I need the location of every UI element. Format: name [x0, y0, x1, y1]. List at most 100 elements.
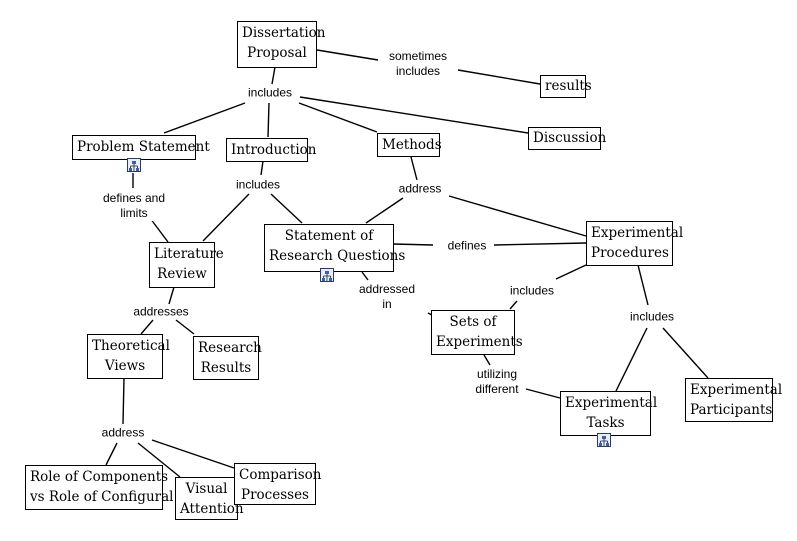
concept-sets-of-experiments[interactable]: Sets of Experiments	[431, 310, 523, 355]
concept-label: Theoretical	[92, 338, 170, 354]
concept-visual-attention[interactable]: Visual Attention	[175, 477, 244, 520]
link-line	[365, 197, 404, 224]
link-line	[175, 319, 195, 335]
link-line	[202, 193, 250, 242]
link-phrase-includes[interactable]: includes	[507, 283, 557, 299]
link-line	[151, 439, 235, 469]
link-label: sometimes	[388, 49, 448, 63]
link-label: includes	[247, 85, 293, 100]
concept-map-submap-icon[interactable]	[127, 158, 141, 172]
link-label: address	[101, 425, 145, 440]
link-phrase-address[interactable]: address	[99, 425, 147, 441]
concept-label: Sets of	[449, 314, 497, 330]
link-label: addresses	[133, 304, 189, 319]
concept-discussion[interactable]: Discussion	[528, 127, 607, 150]
concept-role-of-components[interactable]: Role of Components vs Role of Configural	[25, 465, 173, 510]
concept-label: Experimental	[690, 382, 783, 398]
link-phrase-defines-and-limits[interactable]: defines and limits	[100, 191, 168, 221]
link-label: includes	[509, 283, 555, 298]
link-label: defines	[447, 238, 487, 253]
concept-introduction[interactable]: Introduction	[226, 138, 317, 162]
concept-label: Methods	[382, 137, 442, 153]
link-phrase-defines[interactable]: defines	[445, 238, 489, 254]
link-line	[271, 66, 276, 85]
concept-label: Attention	[180, 501, 244, 517]
concept-statement-research-questions[interactable]: Statement of Research Questions	[264, 224, 406, 272]
concept-map-submap-icon[interactable]	[597, 433, 611, 447]
concept-label: results	[545, 78, 592, 94]
link-phrase-includes[interactable]: includes	[245, 85, 295, 101]
concept-label: Research Questions	[269, 248, 406, 264]
concept-label: Experimental	[565, 395, 658, 411]
concept-label: Research	[198, 340, 262, 356]
concept-label: Results	[200, 360, 252, 376]
link-line	[270, 193, 303, 224]
link-line	[105, 442, 118, 466]
link-label: addressed	[358, 282, 416, 296]
link-label: different	[475, 382, 519, 396]
link-line	[392, 243, 434, 246]
link-label: limits	[120, 206, 148, 220]
concept-label: Visual	[185, 481, 228, 497]
link-line	[410, 156, 418, 181]
concept-label: Literature	[154, 246, 224, 262]
link-line	[267, 102, 270, 138]
link-label: includes	[395, 64, 441, 78]
link-line	[260, 160, 264, 176]
concept-label: Experimental	[591, 225, 684, 241]
concept-label: Experiments	[436, 334, 523, 350]
concept-label: Proposal	[247, 45, 307, 61]
concept-theoretical-views[interactable]: Theoretical Views	[87, 334, 170, 379]
link-line	[168, 286, 175, 305]
concept-map-submap-icon[interactable]	[320, 268, 334, 282]
concept-dissertation-proposal[interactable]: Dissertation Proposal	[237, 21, 326, 68]
concept-label: Statement of	[284, 228, 374, 244]
concept-problem-statement[interactable]: Problem Statement	[72, 135, 210, 160]
link-line	[448, 195, 587, 237]
link-phrase-addresses[interactable]: addresses	[131, 304, 191, 320]
link-line	[662, 327, 709, 379]
link-line	[615, 327, 648, 392]
link-line	[525, 388, 561, 399]
concept-results[interactable]: results	[540, 75, 592, 98]
concept-label: Discussion	[533, 130, 607, 146]
link-phrase-utilizing-different[interactable]: utilizing different	[473, 367, 521, 397]
concept-label: Views	[104, 358, 146, 374]
concept-research-results[interactable]: Research Results	[193, 336, 262, 380]
concept-comparison-processes[interactable]: Comparison Processes	[234, 463, 321, 505]
concept-experimental-participants[interactable]: Experimental Participants	[685, 378, 783, 422]
link-line	[316, 49, 379, 61]
link-line	[299, 96, 529, 134]
link-line	[140, 319, 154, 335]
concept-label: Processes	[241, 487, 309, 503]
link-line	[149, 217, 169, 243]
link-line	[555, 264, 587, 280]
concept-literature-review[interactable]: Literature Review	[149, 242, 224, 288]
link-label: in	[382, 297, 392, 311]
link-line	[457, 69, 541, 85]
concept-label: Participants	[690, 402, 773, 418]
link-phrase-includes[interactable]: includes	[233, 177, 283, 193]
concept-experimental-tasks[interactable]: Experimental Tasks	[560, 391, 658, 436]
link-phrase-sometimes-includes[interactable]: sometimes includes	[386, 49, 450, 79]
concept-label: Procedures	[591, 245, 669, 261]
concept-label: Dissertation	[242, 25, 326, 41]
link-label: utilizing	[476, 367, 518, 381]
link-phrase-addressed-in[interactable]: addressed in	[356, 282, 418, 312]
link-line	[483, 354, 491, 366]
concept-experimental-procedures[interactable]: Experimental Procedures	[586, 221, 684, 266]
link-line	[163, 102, 246, 134]
link-phrase-includes[interactable]: includes	[627, 309, 677, 325]
link-line	[298, 102, 378, 133]
link-label: includes	[629, 309, 675, 324]
link-line	[137, 442, 181, 478]
link-label: includes	[235, 177, 281, 192]
link-label: defines and	[102, 191, 166, 205]
concept-label: Problem Statement	[77, 139, 210, 155]
link-phrase-address[interactable]: address	[396, 181, 444, 197]
concept-methods[interactable]: Methods	[377, 133, 442, 157]
concept-label: Introduction	[231, 142, 317, 158]
link-line	[637, 264, 649, 306]
